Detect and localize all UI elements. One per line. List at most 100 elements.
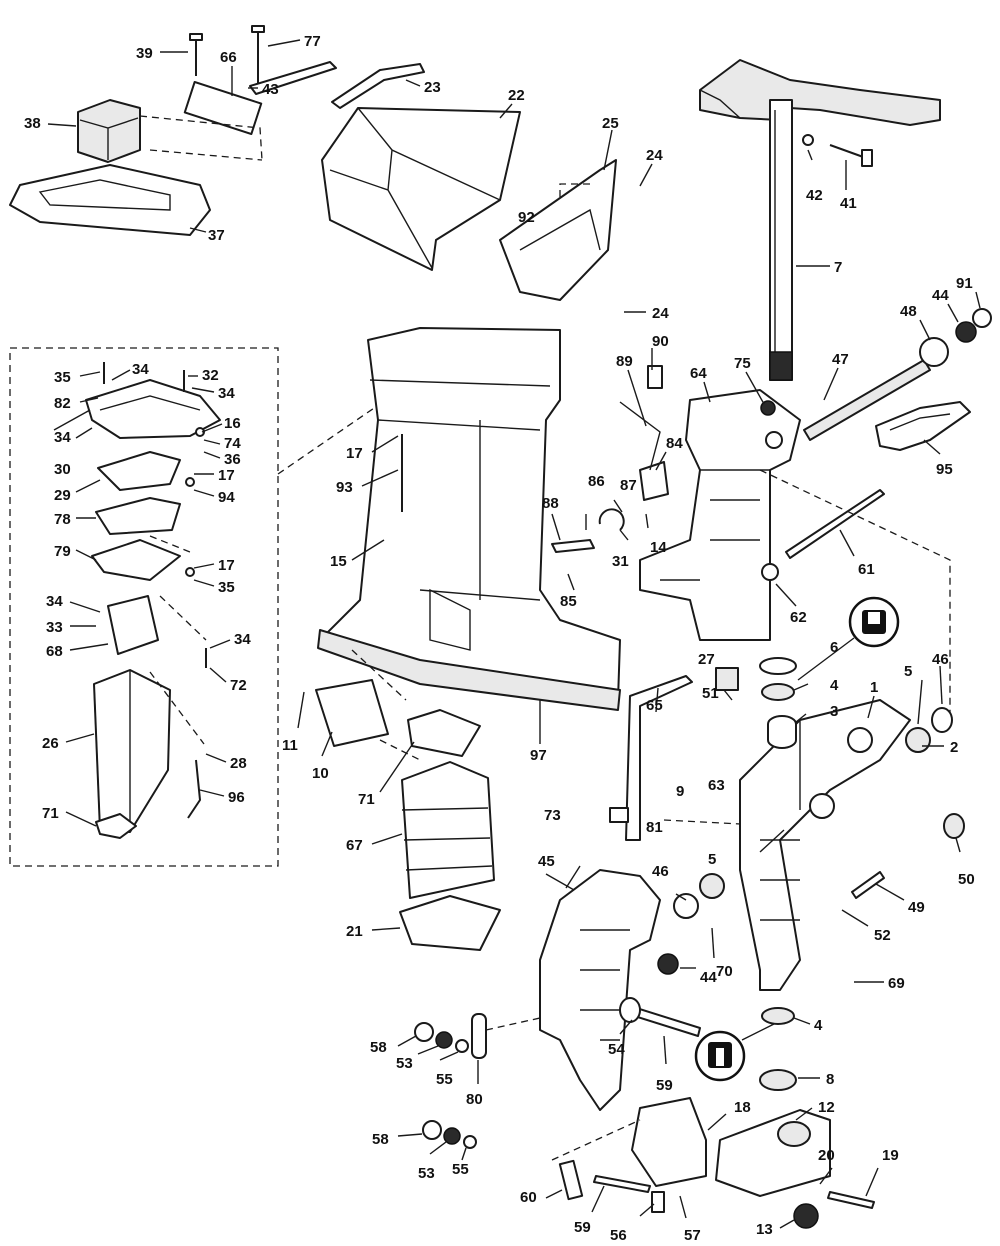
nut-53a (435, 1031, 453, 1049)
bracket-64 (639, 389, 801, 641)
callout-31: 31 (612, 553, 629, 570)
callout-54: 54 (608, 1041, 625, 1058)
callout-89: 89 (616, 353, 633, 370)
callout-45: 45 (538, 853, 555, 870)
callout-66: 66 (220, 49, 237, 66)
steering-shaft-group (699, 59, 941, 381)
callout-17b: 17 (218, 557, 235, 574)
callout-3: 3 (830, 703, 838, 720)
pad-73 (609, 807, 629, 823)
callout-63: 63 (708, 777, 725, 794)
callout-56: 56 (610, 1227, 627, 1244)
callout-1: 1 (870, 679, 878, 696)
callout-87: 87 (620, 477, 637, 494)
callout-23: 23 (424, 79, 441, 96)
seal-4b (761, 1007, 795, 1025)
nut-91 (972, 308, 992, 328)
callout-34b: 34 (218, 385, 235, 402)
callout-82: 82 (54, 395, 71, 412)
callout-64: 64 (690, 365, 707, 382)
callout-17a: 17 (218, 467, 235, 484)
tube-67 (401, 761, 495, 899)
ignition-module-group (9, 25, 337, 236)
gasket-37 (9, 164, 211, 236)
callout-65: 65 (646, 697, 663, 714)
callout-24a: 24 (646, 147, 663, 164)
spacer-58b (422, 1120, 442, 1140)
callout-97: 97 (530, 747, 547, 764)
callout-36: 36 (224, 451, 241, 468)
seal-8 (759, 1069, 797, 1091)
callout-30: 30 (54, 461, 71, 478)
callout-71b: 71 (358, 791, 375, 808)
cover-22 (321, 107, 521, 271)
callout-12: 12 (818, 1099, 835, 1116)
rod-61 (785, 489, 885, 559)
callout-43: 43 (262, 81, 279, 98)
cap-90 (647, 365, 663, 389)
callout-49: 49 (908, 899, 925, 916)
callout-90: 90 (652, 333, 669, 350)
callout-77: 77 (304, 33, 321, 50)
callout-67: 67 (346, 837, 363, 854)
callout-86: 86 (588, 473, 605, 490)
callout-74: 74 (224, 435, 241, 452)
callout-46a: 46 (932, 651, 949, 668)
grease-tube-symbol (848, 596, 900, 648)
washer-55b (463, 1135, 477, 1149)
clip-56 (651, 1191, 665, 1213)
callout-92: 92 (518, 209, 535, 226)
callout-53b: 53 (418, 1165, 435, 1182)
callout-59b: 59 (574, 1219, 591, 1236)
callout-34c: 34 (54, 429, 71, 446)
spring-62 (761, 563, 779, 581)
callout-59a: 59 (656, 1077, 673, 1094)
leader-lines (47, 39, 981, 1229)
subassembly-parts (85, 362, 221, 839)
plate-30 (85, 379, 221, 439)
callout-35a: 35 (54, 369, 71, 386)
callout-22: 22 (508, 87, 525, 104)
housing-12 (715, 1109, 831, 1197)
callout-48: 48 (900, 303, 917, 320)
callout-41: 41 (840, 195, 857, 212)
callout-96: 96 (228, 789, 245, 806)
callout-8: 8 (826, 1071, 834, 1088)
clamp-bracket-group (414, 869, 875, 1229)
spacer-58a (414, 1022, 434, 1042)
cover-25 (499, 159, 617, 301)
steering-tube-7 (769, 99, 793, 381)
callout-34d: 34 (46, 593, 63, 610)
callout-91: 91 (956, 275, 973, 292)
bracket-66 (183, 80, 263, 136)
callout-51: 51 (702, 685, 719, 702)
callout-61: 61 (858, 561, 875, 578)
callout-79: 79 (54, 543, 71, 560)
washer-55a (455, 1039, 469, 1053)
seal-71a (95, 813, 137, 839)
callout-78: 78 (54, 511, 71, 528)
tube-26 (93, 669, 171, 833)
callout-4a: 4 (830, 677, 839, 694)
swivel-bracket-group (609, 657, 965, 991)
block-18 (631, 1097, 707, 1187)
callout-13: 13 (756, 1221, 773, 1238)
callout-57: 57 (684, 1227, 701, 1244)
callout-9: 9 (676, 783, 684, 800)
callout-14: 14 (650, 539, 667, 556)
cover-group (321, 63, 617, 301)
callout-85: 85 (560, 593, 577, 610)
callout-labels: 39 66 77 43 38 37 23 22 25 24 92 24 42 4… (24, 33, 975, 1244)
callout-39: 39 (136, 45, 153, 62)
bushing-50 (943, 813, 965, 839)
callout-60: 60 (520, 1189, 537, 1206)
callout-18: 18 (734, 1099, 751, 1116)
bolt-59b (593, 1175, 651, 1193)
callout-42: 42 (806, 187, 823, 204)
callout-4b: 4 (814, 1017, 823, 1034)
callout-53a: 53 (396, 1055, 413, 1072)
rail-23 (331, 63, 425, 109)
bracket-64-group (551, 365, 951, 720)
callout-95: 95 (936, 461, 953, 478)
strap-43 (249, 61, 337, 95)
